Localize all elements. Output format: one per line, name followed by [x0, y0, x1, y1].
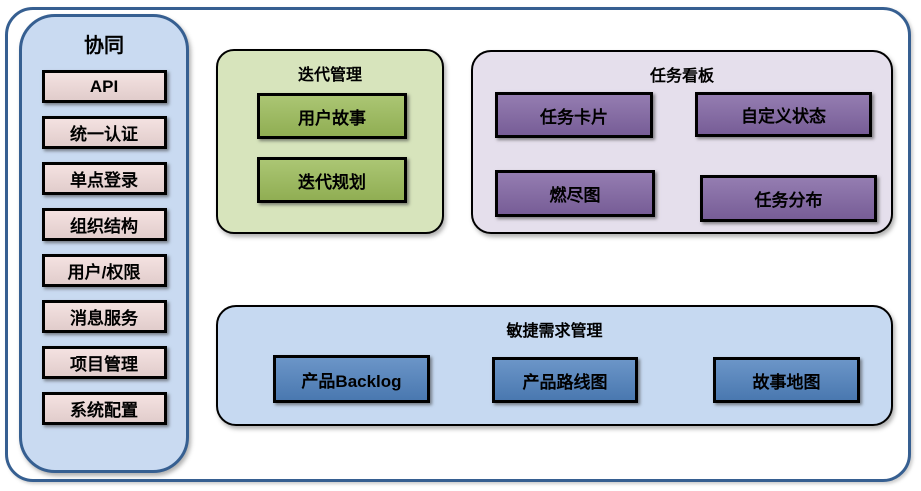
sidebar-item-message-service: 消息服务 [41, 300, 167, 333]
agile-requirements-title: 敏捷需求管理 [506, 323, 603, 340]
taskboard-item-task-card: 任务卡片 [495, 92, 653, 138]
outer-frame: 协同 API 统一认证 单点登录 组织结构 用户/权限 消息服务 项目管理 系统… [5, 7, 911, 482]
sidebar-item-single-sign-on: 单点登录 [41, 162, 167, 195]
collaboration-panel-title: 协同 [84, 35, 124, 57]
taskboard-item-custom-status: 自定义状态 [695, 92, 872, 137]
taskboard-item-task-distribution: 任务分布 [700, 175, 877, 222]
collaboration-panel: 协同 API 统一认证 单点登录 组织结构 用户/权限 消息服务 项目管理 系统… [19, 14, 189, 473]
agile-item-product-roadmap: 产品路线图 [492, 357, 638, 403]
taskboard-item-burndown-chart: 燃尽图 [495, 170, 655, 217]
sidebar-item-project-management: 项目管理 [41, 346, 167, 379]
agile-item-product-backlog: 产品Backlog [273, 355, 430, 403]
agile-item-story-map: 故事地图 [713, 357, 860, 403]
sidebar-item-unified-auth: 统一认证 [41, 116, 167, 149]
iteration-management-group: 迭代管理 用户故事 迭代规划 [216, 49, 444, 234]
collaboration-item-list: API 统一认证 单点登录 组织结构 用户/权限 消息服务 项目管理 系统配置 [22, 70, 186, 425]
iteration-item-user-story: 用户故事 [257, 93, 407, 139]
sidebar-item-api: API [41, 70, 167, 103]
sidebar-item-system-config: 系统配置 [41, 392, 167, 425]
agile-requirements-group: 敏捷需求管理 产品Backlog 产品路线图 故事地图 [216, 305, 893, 426]
iteration-item-iteration-planning: 迭代规划 [257, 157, 407, 203]
sidebar-item-user-permissions: 用户/权限 [41, 254, 167, 287]
task-board-group: 任务看板 任务卡片 自定义状态 燃尽图 任务分布 [471, 50, 893, 234]
sidebar-item-org-structure: 组织结构 [41, 208, 167, 241]
iteration-management-title: 迭代管理 [297, 67, 362, 84]
task-board-title: 任务看板 [649, 68, 714, 85]
